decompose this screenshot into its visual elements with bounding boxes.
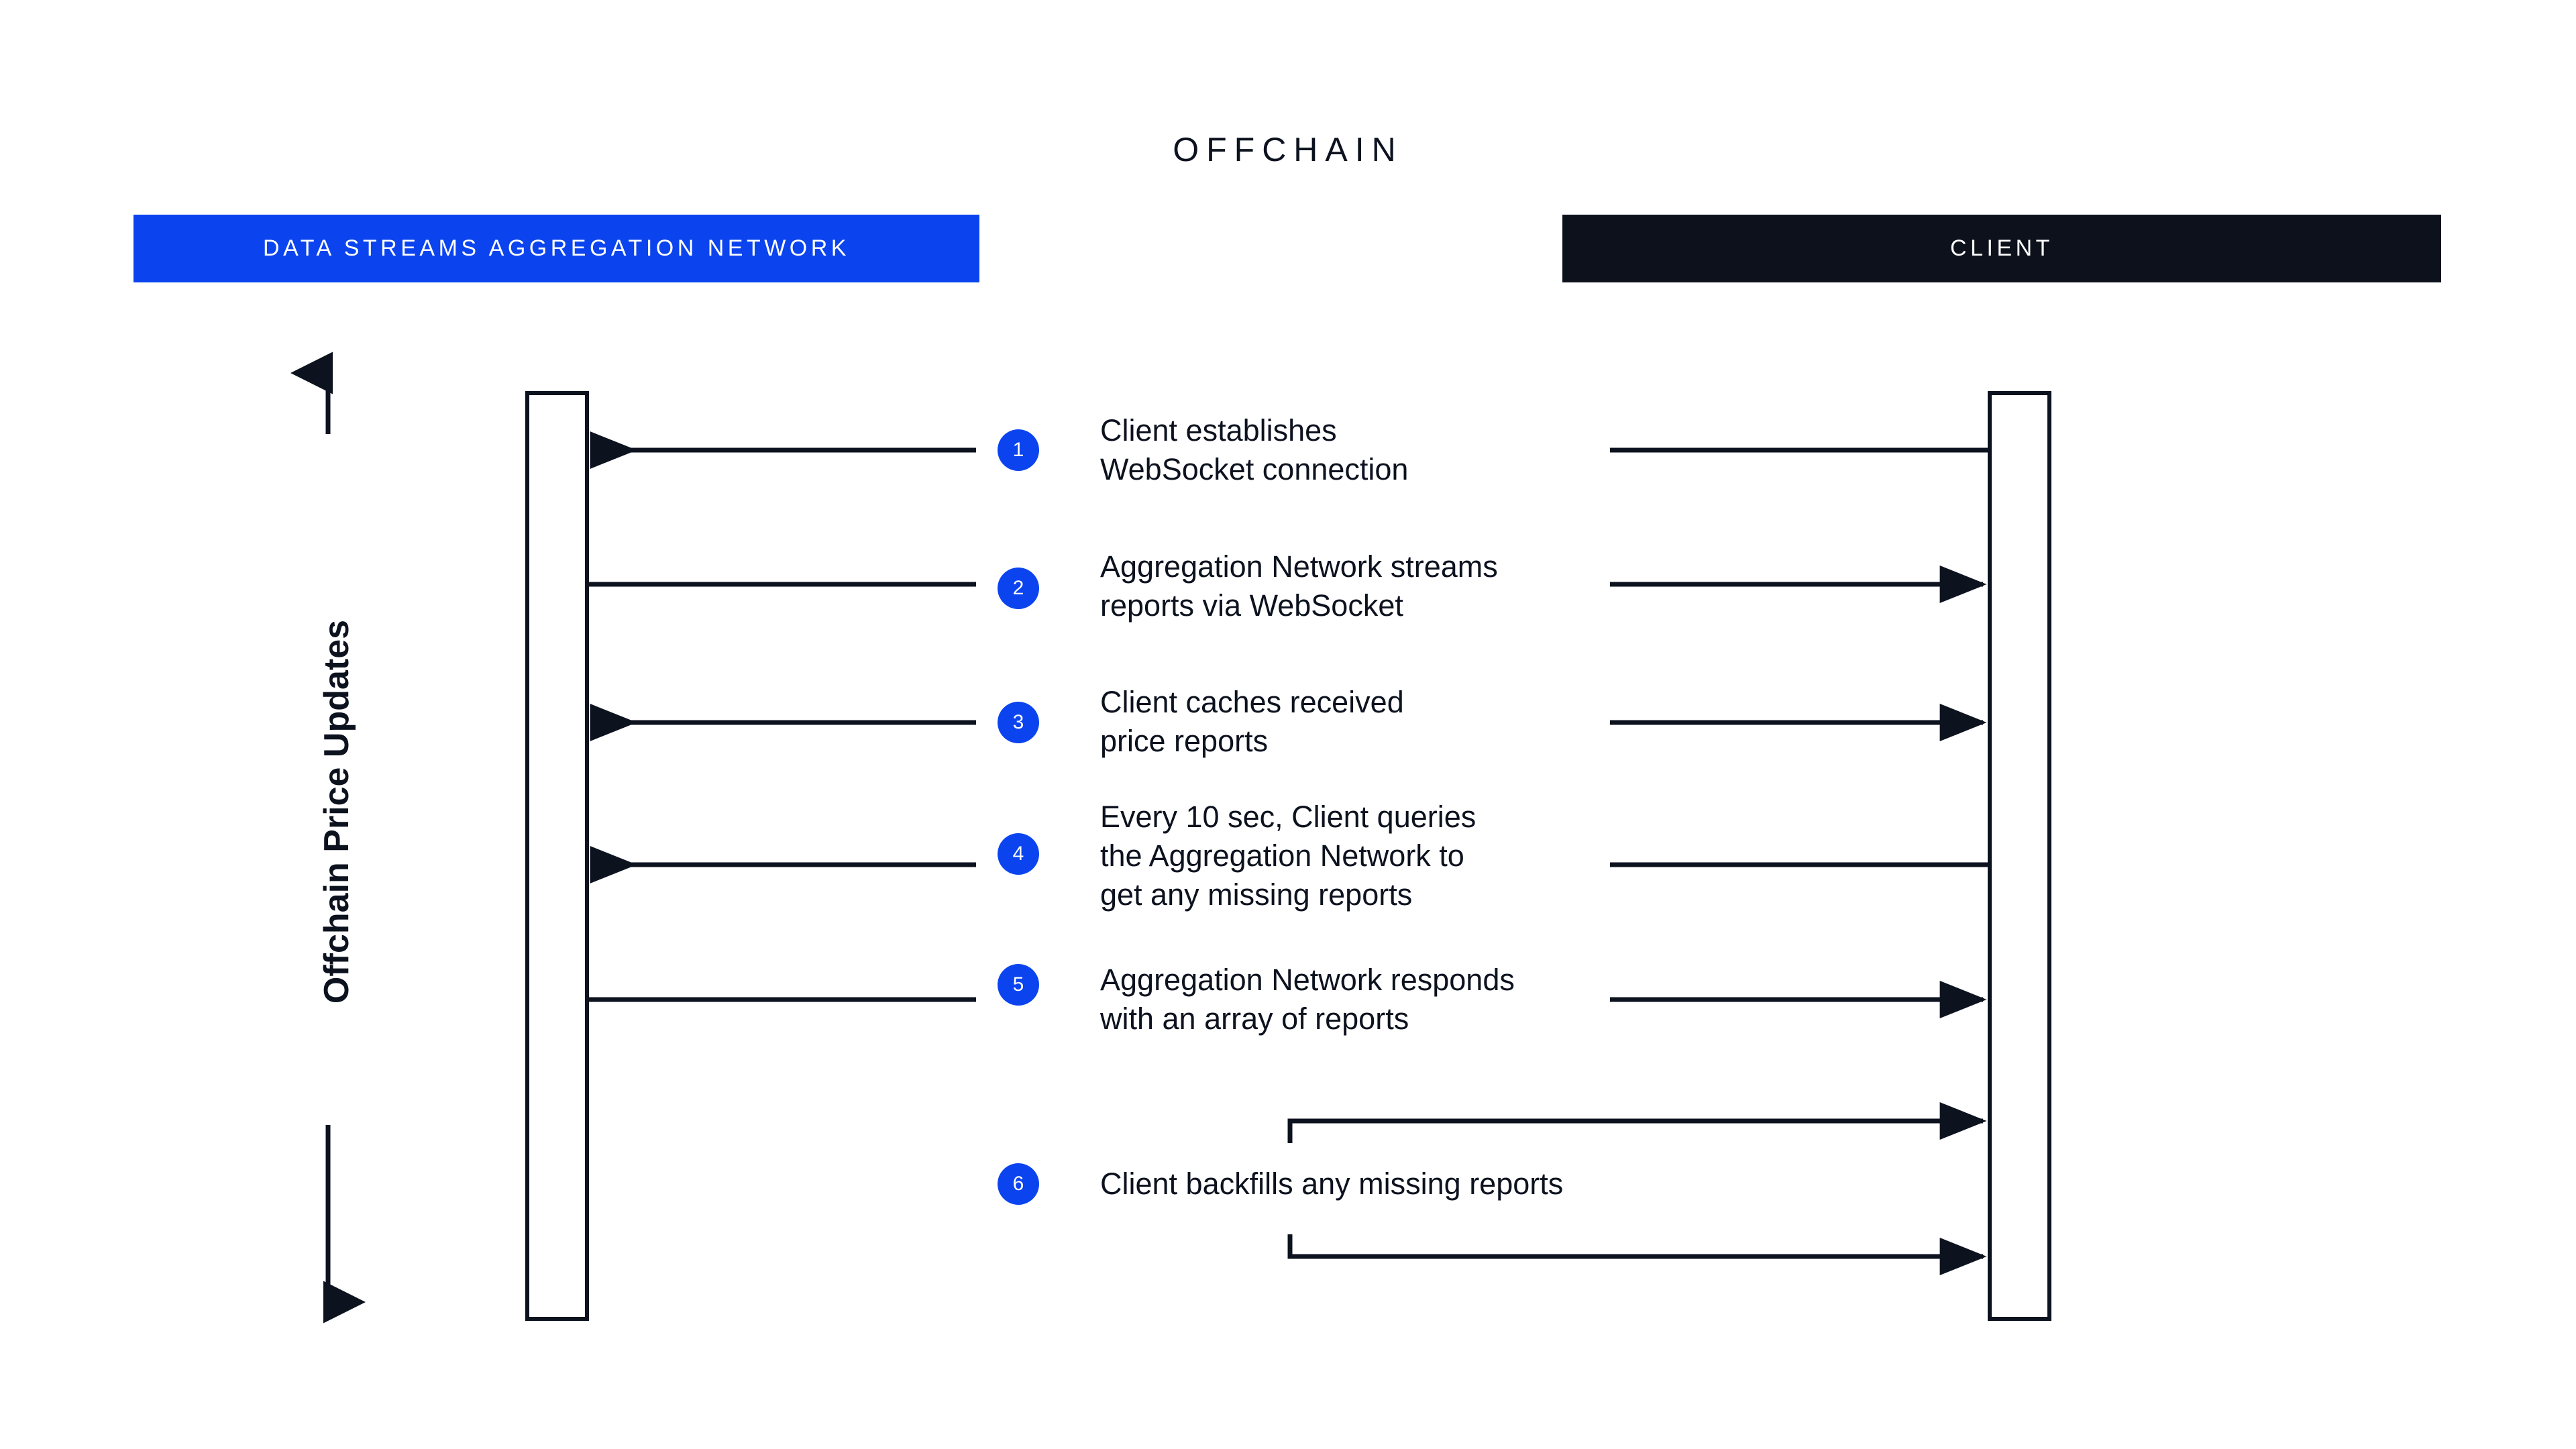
- step-text-1: Client establishes WebSocket connection: [1100, 413, 1409, 486]
- step-badge-6: 6: [998, 1163, 1039, 1205]
- actor-banner-aggregation-network: DATA STREAMS AGGREGATION NETWORK: [133, 215, 979, 282]
- lifeline-client: [1988, 391, 2051, 1321]
- time-axis: Offchain Price Updates: [268, 349, 396, 1328]
- step-text-2: Aggregation Network streams reports via …: [1100, 549, 1498, 623]
- step-badge-4: 4: [998, 833, 1039, 875]
- step-text-4: Every 10 sec, Client queries the Aggrega…: [1100, 800, 1477, 912]
- step-text-5: Aggregation Network responds with an arr…: [1100, 963, 1515, 1036]
- page-title: OFFCHAIN: [1173, 131, 1403, 168]
- step-text-6: Client backfills any missing reports: [1100, 1167, 1564, 1201]
- actor-banner-client: CLIENT: [1562, 215, 2441, 282]
- step-badge-3: 3: [998, 702, 1039, 743]
- actor-label-client: CLIENT: [1950, 235, 2053, 261]
- time-axis-label: Offchain Price Updates: [317, 619, 356, 1004]
- step-badge-1: 1: [998, 429, 1039, 471]
- step-badge-2: 2: [998, 568, 1039, 609]
- step-text-3: Client caches received price reports: [1100, 685, 1404, 758]
- step-badge-5: 5: [998, 964, 1039, 1006]
- time-axis-arrow-icon: [290, 352, 366, 1324]
- actor-label-aggregation-network: DATA STREAMS AGGREGATION NETWORK: [263, 235, 850, 261]
- lifeline-aggregation-network: [525, 391, 589, 1321]
